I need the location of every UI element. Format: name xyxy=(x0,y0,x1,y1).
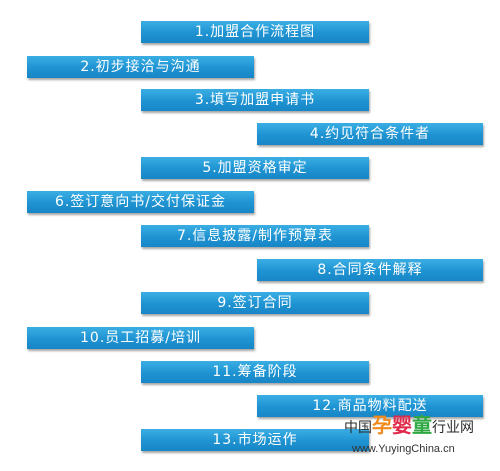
step-6: 6.签订意向书/交付保证金 xyxy=(27,191,254,213)
watermark-char-1: 孕 xyxy=(372,413,392,437)
watermark-suffix: 行业网 xyxy=(432,420,474,436)
step-3: 3.填写加盟申请书 xyxy=(141,89,369,111)
site-watermark: 中国孕婴童行业网 www.YuyingChina.cn xyxy=(340,413,490,463)
step-11: 11.筹备阶段 xyxy=(141,361,369,383)
watermark-prefix: 中国 xyxy=(344,420,372,436)
step-9: 9.签订合同 xyxy=(141,292,369,314)
watermark-char-3: 童 xyxy=(412,413,432,437)
step-5: 5.加盟资格审定 xyxy=(141,157,369,179)
step-8: 8.合同条件解释 xyxy=(257,259,483,281)
step-4: 4.约见符合条件者 xyxy=(257,123,483,145)
step-10: 10.员工招募/培训 xyxy=(27,327,254,349)
step-2: 2.初步接洽与沟通 xyxy=(27,56,254,78)
watermark-char-2: 婴 xyxy=(392,413,412,437)
step-13: 13.市场运作 xyxy=(141,429,369,451)
step-7: 7.信息披露/制作预算表 xyxy=(141,225,369,247)
step-1-title: 1.加盟合作流程图 xyxy=(141,21,369,43)
watermark-url: www.YuyingChina.cn xyxy=(352,443,455,455)
step-12: 12.商品物料配送 xyxy=(257,395,483,417)
watermark-logo: 中国孕婴童行业网 xyxy=(344,413,474,440)
